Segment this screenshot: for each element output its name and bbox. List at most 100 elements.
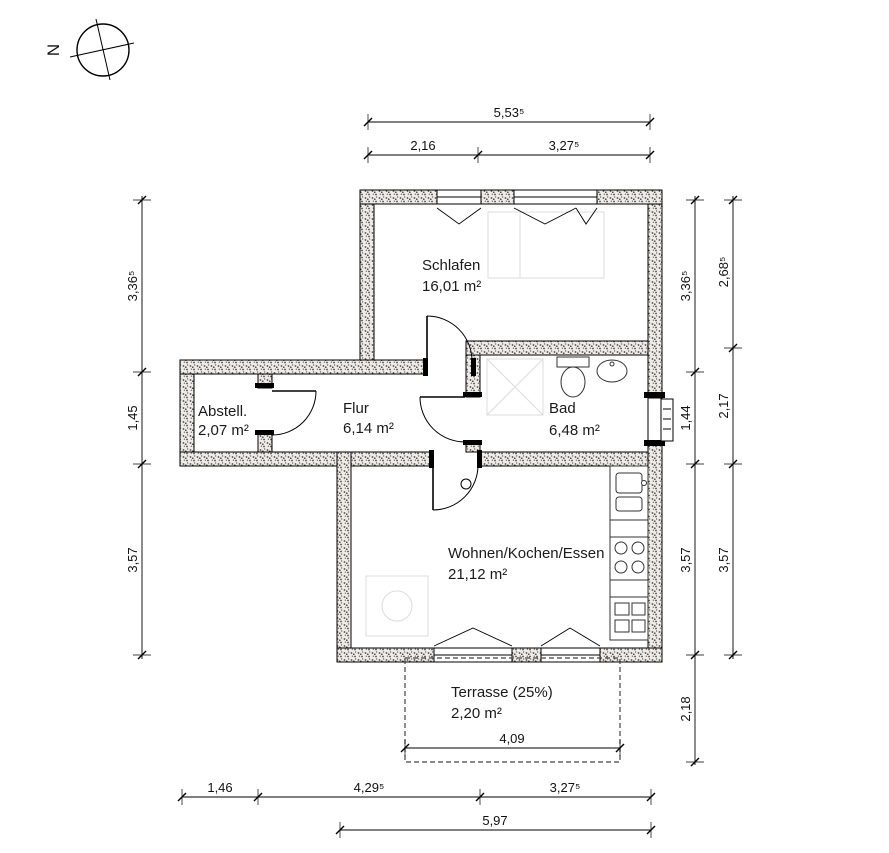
room-area-terrasse: 2,20 m² [451,705,502,722]
room-label-abstell: Abstell. [198,403,247,420]
wall-segment [336,451,352,649]
stove-burner [614,560,628,574]
wall-segment [465,340,649,356]
wall-segment [480,189,515,205]
dim-left-b: 1,45 [125,405,140,430]
north-label: N [44,44,63,56]
dim-top-a: 2,16 [410,138,435,153]
cabinet-drawer [614,602,630,616]
room-area-abstell: 2,07 m² [198,422,249,439]
wall-segment [647,441,663,649]
wall-segment [359,189,438,205]
dim-right-c: 3,57 [678,547,693,572]
door-jamb [463,392,482,397]
toilet-bowl [560,366,586,398]
window-opening-triangle [433,627,513,647]
wall-segment [599,647,663,663]
kitchen-units [609,465,649,641]
shower-diagonal-b [486,358,544,416]
dimensions-right-outer: 2,68⁵ 2,17 3,57 [716,195,742,660]
wall-segment [477,451,649,467]
room-label-schlafen: Schlafen [422,257,480,274]
door-jamb [255,383,274,388]
wall-segment [359,203,375,361]
dimensions-right-inner: 3,36⁵ 1,44 3,57 2,18 [678,195,704,767]
door-swing-arc [432,464,479,511]
stove-burner [631,541,645,555]
window-opening-triangle [575,207,598,225]
bed-outline [487,211,605,279]
cabinet-drawer [631,602,646,616]
dim-top-total: 5,53⁵ [494,105,525,120]
door-jamb [477,450,482,468]
door-jamb [644,440,665,446]
compass-axis-line [69,42,135,58]
furniture-outlines [365,211,605,637]
dim-terrace-width: 4,09 [499,731,524,746]
wall-segment [179,451,338,467]
dim-right-outer-c: 3,57 [716,547,731,572]
entrance-door [644,392,674,446]
interior-doors [255,315,482,511]
window-opening-triangle [540,627,601,647]
cabinet-drawer [631,619,646,633]
sink-drainer [615,496,643,512]
dimensions-top: 5,53⁵ 2,16 3,27⁵ [363,105,655,163]
wall-segment [647,203,663,399]
wall-segment [257,432,273,453]
stove-burner [614,541,628,555]
table-circle [381,590,413,622]
door-swing-arc [426,315,473,362]
dim-right-outer-a: 2,68⁵ [716,257,731,288]
sink-bowl [615,472,643,494]
compass-cross-line [95,18,111,81]
dim-right-b: 1,44 [678,405,693,430]
dim-bottom-c: 3,27⁵ [550,780,581,795]
door-swing-arc [271,390,317,436]
terrace-outline [404,657,621,763]
bathroom-fixtures [556,356,628,398]
door-jamb [463,440,482,445]
toilet-tank [556,356,590,368]
washbasin [596,359,628,383]
room-label-flur: Flur [343,400,369,417]
dimensions-left: 3,36⁵ 1,45 3,57 [125,195,151,660]
entrance-opening [647,397,663,443]
room-labels: Schlafen 16,01 m² Abstell. 2,07 m² Flur … [198,257,605,722]
room-area-schlafen: 16,01 m² [422,278,481,295]
sink-faucet [641,480,647,486]
stove-burner [631,560,645,574]
door-jamb [471,358,476,376]
dim-bottom-a: 1,46 [207,780,232,795]
dim-left-c: 3,57 [125,547,140,572]
room-area-wohnen: 21,12 m² [448,566,507,583]
door-jamb [255,430,274,435]
dim-bottom-total: 5,97 [482,813,507,828]
wall-segment [596,189,663,205]
door-jamb [429,450,434,468]
cabinet-drawer [614,619,630,633]
wall-segment [350,451,434,467]
dim-right-a: 3,36⁵ [678,271,693,302]
dim-bottom-b: 4,29⁵ [354,780,385,795]
wall-segment [179,359,428,375]
room-label-wohnen: Wohnen/Kochen/Essen [448,545,605,562]
dimensions-bottom: 4,09 1,46 4,29⁵ 3,27⁵ 5,97 [177,731,656,838]
shower-outline [486,358,544,416]
dim-right-outer-b: 2,17 [716,393,731,418]
door-swing-arc [419,396,466,443]
wall-segment [336,647,435,663]
room-area-flur: 6,14 m² [343,420,394,437]
wall-segment [511,647,542,663]
entrance-door-leaf [660,398,674,442]
room-label-bad: Bad [549,400,576,417]
north-compass: N [44,18,135,81]
room-area-bad: 6,48 m² [549,422,600,439]
door-jamb [644,392,665,398]
dim-right-d: 2,18 [678,696,693,721]
door-jamb [423,358,428,376]
window-opening-triangle [436,207,482,225]
dim-left-a: 3,36⁵ [125,271,140,302]
